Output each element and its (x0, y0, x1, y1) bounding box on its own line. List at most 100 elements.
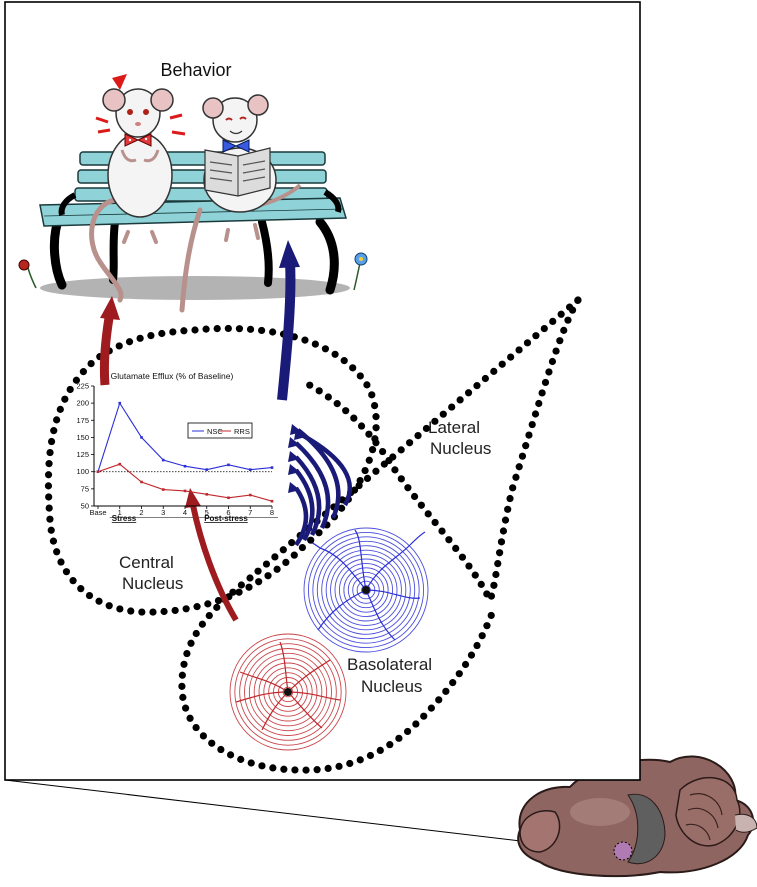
outline-dot (574, 296, 582, 305)
sholl-ring (321, 545, 411, 635)
outline-dot (528, 420, 536, 429)
dendrite (239, 671, 289, 693)
outline-dot (501, 516, 510, 524)
soma (362, 586, 370, 594)
outline-dot (461, 660, 470, 669)
outline-dot (515, 346, 523, 354)
outline-dot (95, 597, 103, 605)
outline-dot (427, 704, 435, 712)
outline-dot (46, 448, 54, 457)
outline-dot (282, 558, 290, 567)
x-tick-label: 1 (118, 508, 122, 517)
outline-dot (199, 732, 208, 740)
outline-dot (237, 581, 245, 589)
outline-dot (44, 482, 53, 490)
outline-dot (368, 446, 377, 454)
basolateral-nucleus-outline (178, 574, 495, 774)
outline-dot (406, 439, 414, 447)
legend-label-rrs: RRS (234, 427, 250, 436)
x-tick-label: 3 (161, 508, 165, 517)
outline-dot (410, 492, 419, 501)
y-tick-label: 125 (76, 450, 89, 459)
neuron-icon-rrs (229, 633, 347, 751)
data-point-rrs (118, 462, 122, 466)
outline-dot (515, 463, 523, 471)
outline-dot (456, 396, 464, 404)
outline-dot (46, 515, 54, 523)
outline-dot (397, 475, 405, 483)
outline-dot (483, 622, 491, 630)
y-tick-label: 100 (76, 467, 89, 476)
outline-dot (372, 413, 380, 421)
outline-dot (160, 607, 168, 616)
dendrite (317, 589, 367, 631)
y-tick-label: 225 (76, 382, 89, 391)
outline-dot (269, 764, 277, 772)
outline-dot (279, 546, 287, 554)
outline-dot (355, 481, 363, 490)
outline-dot (315, 387, 323, 395)
outline-dot (404, 484, 412, 492)
outline-dot (237, 755, 245, 763)
central-nucleus-outline (44, 324, 380, 616)
data-point-rrs (140, 480, 143, 484)
fan-arrow-head (294, 429, 306, 440)
sholl-ring (316, 540, 416, 640)
dendrite (365, 544, 411, 591)
outline-dot (214, 596, 223, 605)
outline-dot (557, 310, 565, 318)
outline-dot (424, 510, 432, 518)
outline-dot (560, 326, 568, 334)
fan-arrow-shaft (294, 455, 322, 537)
outline-dot (372, 424, 380, 432)
outline-dot (192, 723, 200, 732)
sholl-ring (244, 648, 332, 736)
outline-dot (186, 714, 194, 722)
data-point-rrs (248, 493, 252, 497)
outline-dot (47, 526, 55, 534)
glutamate-chart: Glutamate Efflux (% of Baseline) 5075100… (76, 371, 278, 523)
outline-dot (496, 549, 504, 557)
outline-dot (350, 414, 358, 422)
outline-dot (47, 437, 56, 446)
sholl-ring (234, 638, 342, 746)
outline-dot (193, 603, 201, 611)
outline-dot (422, 424, 431, 433)
outline-dot (229, 588, 237, 596)
outline-dot (365, 430, 373, 438)
outline-dot (549, 317, 557, 326)
sholl-ring (334, 558, 398, 622)
outline-dot (169, 328, 177, 336)
sholl-ring (347, 571, 385, 609)
sholl-ring (268, 672, 308, 712)
x-tick-label: Base (89, 508, 106, 517)
outline-dot (226, 751, 235, 759)
outline-dot (147, 332, 155, 340)
outline-dot (417, 501, 425, 509)
outline-dot (509, 484, 517, 492)
outline-dot (213, 324, 221, 333)
outline-dot (370, 401, 379, 410)
sholl-ring (330, 554, 402, 626)
data-point-rrs (161, 488, 165, 491)
outline-dot (217, 745, 225, 754)
outline-dot (376, 746, 384, 755)
y-tick-label: 175 (76, 416, 89, 425)
dendrite (261, 691, 289, 731)
outline-dot (552, 347, 560, 355)
x-tick-label: 8 (270, 508, 274, 517)
x-tick-label: 4 (183, 508, 187, 517)
outline-dot (280, 765, 288, 773)
nucleus-outlines (44, 296, 582, 774)
outline-dot (181, 704, 190, 712)
flower-blue-icon (353, 252, 368, 291)
outline-dot (246, 574, 254, 582)
x-tick-label: 7 (248, 508, 252, 517)
sholl-ring (253, 657, 323, 727)
outline-dot (531, 410, 540, 418)
sholl-ring (343, 567, 389, 613)
outline-dot (180, 327, 188, 335)
outline-dot (335, 762, 343, 770)
sholl-ring (258, 662, 318, 722)
